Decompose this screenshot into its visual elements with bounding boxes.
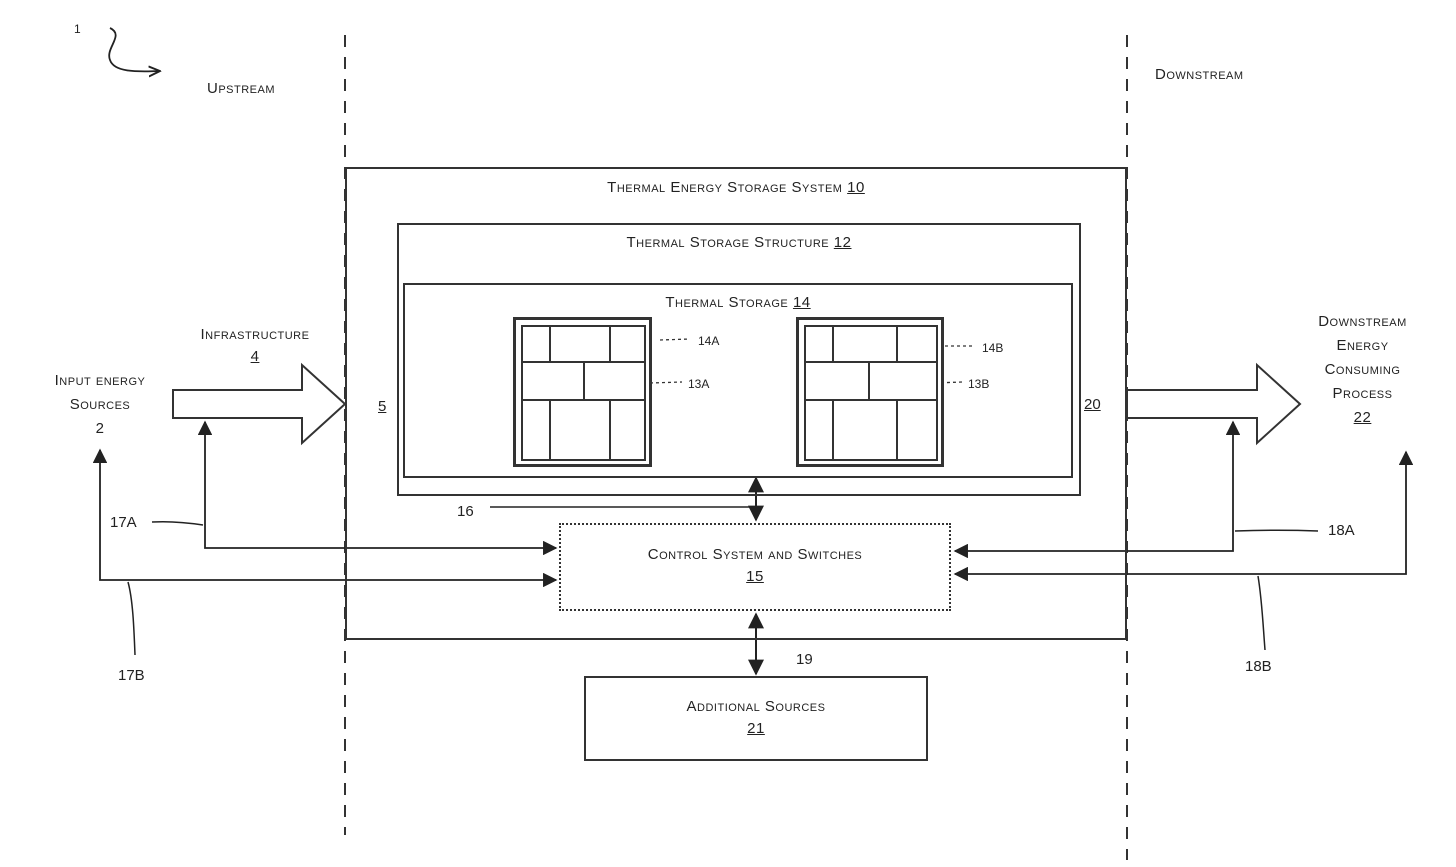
storage-structure-ref: 12: [834, 234, 852, 251]
ref-17b: 17B: [118, 667, 145, 685]
input-sources-line1: Input energy: [30, 369, 170, 393]
downstream-process-line2: Energy: [1290, 334, 1435, 358]
storage-stack-a-frame: [521, 325, 644, 459]
storage-stack-a: [513, 317, 652, 467]
brick: [896, 325, 938, 363]
ref-16: 16: [457, 503, 474, 521]
thermal-storage-title: Thermal Storage 14: [403, 294, 1073, 312]
ref-13b: 13B: [968, 375, 989, 393]
storage-structure-name: Thermal Storage Structure: [627, 234, 830, 251]
infrastructure-name: Infrastructure: [170, 324, 340, 346]
figure-number: 1: [74, 20, 81, 38]
ref-inlet: 5: [378, 398, 386, 416]
brick: [832, 325, 898, 363]
ref-14b: 14B: [982, 339, 1003, 357]
brick: [521, 325, 551, 363]
figure-pointer-arrow: [109, 28, 160, 71]
thermal-storage-name: Thermal Storage: [665, 294, 788, 311]
input-sources-ref: 2: [30, 417, 170, 441]
storage-stack-b: [796, 317, 944, 467]
input-sources-line2: Sources: [30, 393, 170, 417]
downstream-process-line3: Consuming: [1290, 358, 1435, 382]
brick: [521, 361, 585, 401]
brick: [521, 399, 551, 461]
additional-sources-name: Additional Sources: [584, 696, 928, 718]
tes-system-ref: 10: [847, 179, 865, 196]
thermal-storage-ref: 14: [793, 294, 811, 311]
ref-14a: 14A: [698, 332, 719, 350]
brick: [896, 399, 938, 461]
infrastructure-label: Infrastructure 4: [170, 324, 340, 368]
ref-18b: 18B: [1245, 658, 1272, 676]
downstream-process-line4: Process: [1290, 382, 1435, 406]
link-18a-leader: [1235, 530, 1318, 531]
downstream-process-ref: 22: [1290, 406, 1435, 430]
input-sources-label: Input energy Sources 2: [30, 369, 170, 441]
tes-system-name: Thermal Energy Storage System: [607, 179, 842, 196]
link-18b-leader: [1258, 576, 1265, 650]
storage-structure-title: Thermal Storage Structure 12: [397, 234, 1081, 252]
infrastructure-arrow: [173, 365, 345, 443]
control-system-ref: 15: [559, 566, 951, 588]
downstream-arrow: [1127, 365, 1300, 443]
additional-sources-ref: 21: [584, 718, 928, 740]
downstream-label: Downstream: [1155, 66, 1244, 84]
brick: [804, 325, 834, 363]
ref-19: 19: [796, 651, 813, 669]
link-17a-leader: [152, 522, 203, 525]
storage-stack-b-frame: [804, 325, 936, 459]
brick: [868, 361, 938, 401]
brick: [832, 399, 898, 461]
tes-system-title: Thermal Energy Storage System 10: [345, 179, 1127, 197]
control-system-name: Control System and Switches: [559, 544, 951, 566]
brick: [804, 361, 870, 401]
downstream-process-line1: Downstream: [1290, 310, 1435, 334]
brick: [609, 325, 646, 363]
brick: [609, 399, 646, 461]
control-system-label: Control System and Switches 15: [559, 544, 951, 588]
infrastructure-ref: 4: [170, 346, 340, 368]
ref-18a: 18A: [1328, 522, 1355, 540]
brick: [583, 361, 646, 401]
additional-sources-label: Additional Sources 21: [584, 696, 928, 740]
ref-outlet: 20: [1084, 396, 1101, 414]
ref-17a: 17A: [110, 514, 137, 532]
brick: [804, 399, 834, 461]
downstream-process-label: Downstream Energy Consuming Process 22: [1290, 310, 1435, 430]
brick: [549, 325, 611, 363]
brick: [549, 399, 611, 461]
ref-13a: 13A: [688, 375, 709, 393]
upstream-label: Upstream: [207, 80, 275, 98]
link-17b-leader: [128, 582, 135, 655]
